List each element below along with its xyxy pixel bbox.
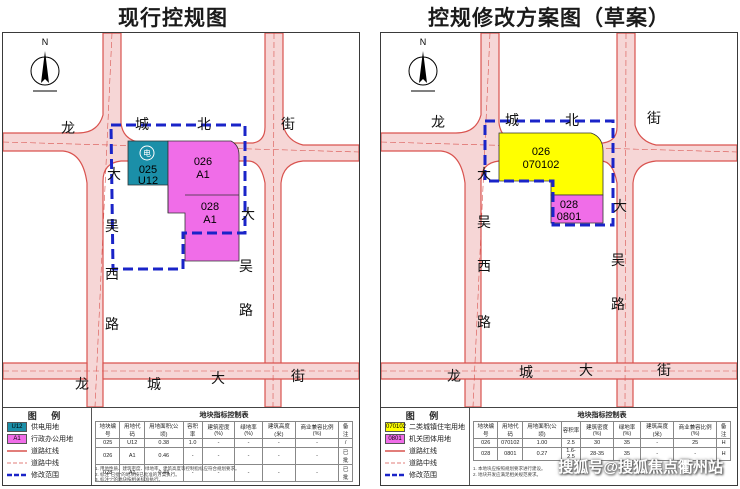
- north-arrow: N: [408, 37, 438, 92]
- parcel-026-id: 026: [194, 156, 212, 168]
- street-char: 北: [197, 117, 211, 133]
- current-plan-map: N 电 025 U12 026 A1 028 A1 龙 城 北 街 大 吴 西 …: [2, 32, 360, 486]
- road-centerlines: [3, 33, 359, 407]
- street-char: 城: [505, 113, 519, 129]
- parcel-028-id: 028: [560, 199, 578, 211]
- substation-symbol: 电: [143, 148, 151, 158]
- current-plan-legend: 图 例 U12 供电用地 A1 行政办公用地 道路红线 道路中线 修改范围 地块…: [3, 407, 359, 485]
- street-char: 吴: [477, 215, 491, 231]
- street-char: 城: [135, 117, 149, 133]
- legend-title: 图 例: [27, 411, 67, 421]
- parcel-028: [550, 194, 604, 224]
- legend-title: 图 例: [405, 411, 445, 421]
- street-char: 吴: [239, 259, 253, 275]
- legend-item-redline: 道路红线: [385, 447, 437, 455]
- street-char: 大: [477, 167, 491, 183]
- street-char: 大: [613, 199, 627, 215]
- street-char: 北: [565, 113, 579, 129]
- legend-item-centerline: 道路中线: [385, 459, 437, 467]
- parcel-025-code: U12: [138, 175, 158, 187]
- street-char: 街: [647, 111, 661, 127]
- revised-plan-canvas: N 026 070102 028 0801 龙 城 北 街 大 吴 西 路 龙 …: [381, 33, 737, 407]
- parcel-028-code: A1: [203, 214, 216, 226]
- parcel-026-id: 026: [532, 146, 550, 158]
- legend-item-redline: 道路红线: [7, 447, 59, 455]
- street-char: 龙: [447, 369, 461, 385]
- legend-item-centerline: 道路中线: [7, 459, 59, 467]
- legend-item-boundary: 修改范围: [7, 471, 59, 479]
- street-char: 西: [105, 267, 119, 283]
- street-char: 街: [291, 369, 305, 385]
- street-char: 西: [477, 259, 491, 275]
- street-char: 吴: [611, 253, 625, 269]
- street-char: 吴: [105, 219, 119, 235]
- street-char: 大: [107, 167, 121, 183]
- revised-plan-map: N 026 070102 028 0801 龙 城 北 街 大 吴 西 路 龙 …: [380, 32, 738, 486]
- north-label: N: [42, 37, 49, 47]
- street-labels: 龙 城 北 街 大 吴 西 路 龙 城 大 街 大 吴 路: [61, 117, 305, 393]
- left-map-title: 现行控规图: [118, 6, 228, 30]
- street-char: 龙: [431, 115, 445, 131]
- street-char: 路: [477, 315, 491, 331]
- street-char: 城: [519, 365, 533, 381]
- legend-item-a1: A1 行政办公用地: [7, 433, 73, 444]
- parcel-026-code: A1: [196, 169, 209, 181]
- parcel-028-code: 0801: [557, 211, 581, 223]
- legend-item-boundary: 修改范围: [385, 471, 437, 479]
- street-char: 龙: [61, 121, 75, 137]
- modification-boundary: [483, 119, 615, 227]
- street-char: 路: [239, 303, 253, 319]
- street-char: 路: [611, 297, 625, 313]
- street-char: 大: [241, 207, 255, 223]
- table-notes: 1. 本地块应按照规划要求进行建设。 2. 地块开发应满足相关规范要求。: [473, 466, 546, 477]
- road-network: [381, 33, 737, 407]
- parcel-025-id: 025: [139, 164, 157, 176]
- parcel-026-code: 070102: [523, 159, 560, 171]
- street-char: 路: [105, 317, 119, 333]
- street-char: 街: [657, 363, 671, 379]
- parcel-026-028: [167, 140, 240, 262]
- north-label: N: [420, 37, 427, 47]
- north-arrow: N: [30, 37, 60, 92]
- legend-item-070102: 070102 二类城镇住宅用地: [385, 421, 465, 432]
- road-network: [3, 33, 359, 407]
- current-plan-canvas: N 电 025 U12 026 A1 028 A1 龙 城 北 街 大 吴 西 …: [3, 33, 359, 407]
- table-notes: 1. 用地性质、建筑密度、绿地率、建筑高度等控制指标应符合规划要求。 2. 标注…: [95, 466, 240, 482]
- revised-index-table: 地块指标控制表 地块编号用地代码用地面积(公顷) 容积率建筑密度(%)绿地率(%…: [472, 410, 731, 461]
- watermark: 搜狐号@搜狐焦点衢州站: [558, 459, 723, 476]
- legend-item-0801: 0801 机关团体用地: [385, 433, 451, 444]
- right-map-title: 控规修改方案图（草案）: [428, 6, 670, 30]
- street-char: 大: [579, 363, 593, 379]
- street-labels: 龙 城 北 街 大 吴 西 路 龙 城 大 街 大 吴 路: [431, 111, 671, 385]
- street-char: 街: [281, 117, 295, 133]
- street-char: 大: [211, 371, 225, 387]
- current-index-table: 地块指标控制表 地块编号用地代码用地面积(公顷) 容积率建筑密度(%)绿地率(%…: [94, 410, 353, 482]
- revised-plan-legend: 图 例 070102 二类城镇住宅用地 0801 机关团体用地 道路红线 道路中…: [381, 407, 737, 485]
- road-centerlines: [381, 33, 737, 407]
- street-char: 城: [147, 377, 161, 393]
- legend-item-u12: U12 供电用地: [7, 421, 59, 432]
- street-char: 龙: [75, 377, 89, 393]
- modification-boundary: [109, 123, 247, 271]
- parcel-028-id: 028: [201, 201, 219, 213]
